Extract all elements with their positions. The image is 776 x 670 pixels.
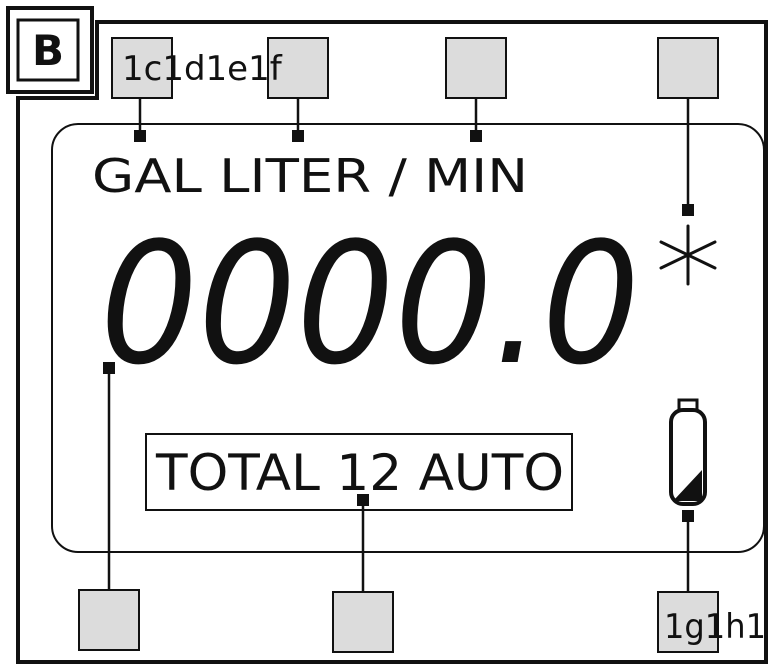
leader-dot-1c (134, 130, 146, 142)
callout-box-1f (657, 37, 719, 99)
bottom-right-callout-labels: 1g1h1 (664, 607, 766, 647)
top-callout-labels: 1c1d1e1f (122, 49, 283, 89)
callout-box-1e (445, 37, 507, 99)
battery-icon (669, 398, 707, 506)
callout-box-bottom-middle (332, 591, 394, 653)
units-line: GAL LITER / MIN (92, 149, 528, 203)
panel-label: B (32, 26, 64, 75)
callout-box-bottom-left (78, 589, 140, 651)
leader-dot-1f (682, 204, 694, 216)
leader-dot-1e (470, 130, 482, 142)
callout-box-bottom-right (657, 591, 719, 653)
total-box-text: TOTAL 12 AUTO (155, 444, 564, 502)
leader-dot-1d (292, 130, 304, 142)
panel-label-inner-box (16, 18, 80, 82)
flow-reading: 0000.0 (100, 206, 640, 402)
callout-box-1c (111, 37, 173, 99)
outer-frame (16, 20, 768, 664)
asterisk-icon (659, 224, 717, 286)
